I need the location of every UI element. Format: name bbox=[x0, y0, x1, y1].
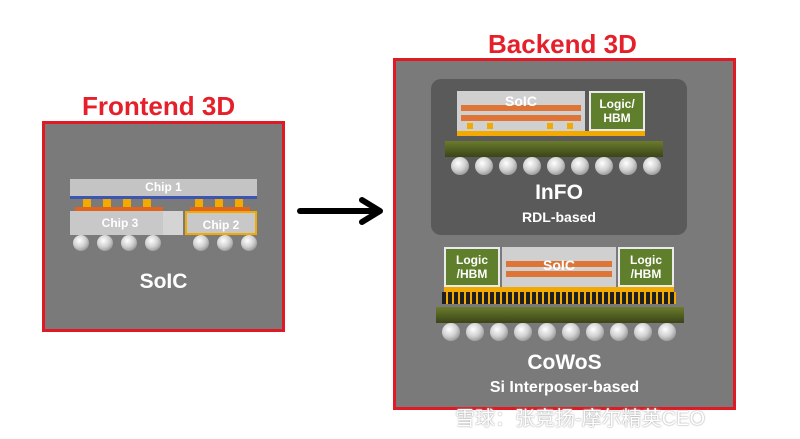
solder-ball bbox=[490, 323, 508, 341]
cowos-substrate bbox=[436, 307, 684, 323]
cowos-soic-chip: SoIC bbox=[502, 247, 616, 287]
soic-via bbox=[467, 123, 473, 129]
frontend-soic-label: SoIC bbox=[139, 270, 188, 293]
solder-ball bbox=[217, 235, 233, 251]
bond-pad bbox=[195, 199, 203, 207]
backend-panel: SoIC Logic/ HBM InFO RDL-based Logic /HB… bbox=[393, 58, 736, 410]
info-logic-hbm: Logic/ HBM bbox=[589, 91, 645, 131]
si-interposer bbox=[442, 292, 676, 304]
watermark: 雪球：张竞扬-摩尔精英CEO bbox=[455, 402, 705, 431]
solder-ball bbox=[73, 235, 89, 251]
solder-ball bbox=[643, 157, 661, 175]
solder-ball bbox=[514, 323, 532, 341]
backend-title: Backend 3D bbox=[488, 29, 637, 59]
cowos-package: Logic /HBM SoIC Logic /HBM bbox=[438, 247, 688, 337]
cowos-right-line1: Logic bbox=[630, 253, 662, 267]
solder-ball bbox=[451, 157, 469, 175]
bond-layer bbox=[70, 196, 257, 199]
info-sublabel: RDL-based bbox=[522, 209, 596, 225]
soic-via bbox=[547, 123, 553, 129]
info-logic-hbm-line1: Logic/ bbox=[599, 97, 635, 111]
solder-ball bbox=[571, 157, 589, 175]
solder-ball bbox=[634, 323, 652, 341]
solder-ball bbox=[619, 157, 637, 175]
solder-ball bbox=[145, 235, 161, 251]
solder-ball bbox=[97, 235, 113, 251]
soic-via bbox=[567, 123, 573, 129]
frontend-panel: Chip 1 Chip 3 Chip 2 SoIC bbox=[42, 121, 285, 332]
info-logic-hbm-line2: HBM bbox=[603, 111, 631, 125]
solder-ball bbox=[538, 323, 556, 341]
solder-ball bbox=[586, 323, 604, 341]
bond-pad bbox=[215, 199, 223, 207]
chip-3: Chip 3 bbox=[70, 211, 170, 235]
rdl-layer bbox=[457, 131, 645, 136]
solder-ball bbox=[241, 235, 257, 251]
info-substrate bbox=[445, 141, 663, 157]
soic-layer bbox=[461, 115, 581, 121]
cowos-label: CoWoS bbox=[527, 351, 602, 374]
cowos-right-line2: /HBM bbox=[630, 267, 662, 281]
soic-layer bbox=[461, 105, 581, 111]
cowos-left-line1: Logic bbox=[456, 253, 488, 267]
bond-pad bbox=[235, 199, 243, 207]
solder-ball bbox=[466, 323, 484, 341]
soic-layer bbox=[506, 271, 612, 277]
interconnect bbox=[75, 207, 163, 211]
chip-1: Chip 1 bbox=[70, 179, 257, 196]
solder-ball bbox=[442, 323, 460, 341]
interconnect bbox=[190, 207, 250, 211]
gap-fill bbox=[163, 211, 183, 235]
chip-3-label: Chip 3 bbox=[101, 216, 139, 230]
frontend-title: Frontend 3D bbox=[82, 91, 236, 121]
solder-ball bbox=[547, 157, 565, 175]
chip-2-label: Chip 2 bbox=[202, 218, 240, 232]
solder-ball bbox=[658, 323, 676, 341]
bond-pad bbox=[143, 199, 151, 207]
solder-ball bbox=[499, 157, 517, 175]
info-soic-chip: SoIC bbox=[457, 91, 585, 131]
info-soic-label: SoIC bbox=[505, 93, 537, 109]
cowos-soic-label: SoIC bbox=[543, 257, 575, 273]
cowos-sublabel: Si Interposer-based bbox=[489, 379, 640, 396]
cowos-logic-hbm-right: Logic /HBM bbox=[618, 247, 674, 287]
bond-pad bbox=[83, 199, 91, 207]
soic-via bbox=[487, 123, 493, 129]
bond-pad bbox=[103, 199, 111, 207]
info-label: InFO bbox=[535, 181, 583, 204]
soic-layer bbox=[506, 261, 612, 267]
micro-bump-layer bbox=[444, 287, 674, 292]
bond-pad bbox=[123, 199, 131, 207]
solder-ball bbox=[523, 157, 541, 175]
watermark-text: 雪球：张竞扬-摩尔精英CEO bbox=[455, 408, 705, 430]
chip-1-label: Chip 1 bbox=[145, 180, 182, 194]
arrow-right-icon bbox=[297, 197, 383, 225]
cowos-logic-hbm-left: Logic /HBM bbox=[444, 247, 500, 287]
solder-ball bbox=[610, 323, 628, 341]
solder-ball bbox=[595, 157, 613, 175]
solder-ball bbox=[121, 235, 137, 251]
info-panel: SoIC Logic/ HBM InFO RDL-based bbox=[431, 79, 687, 235]
cowos-left-line2: /HBM bbox=[456, 267, 488, 281]
solder-ball bbox=[562, 323, 580, 341]
solder-ball bbox=[193, 235, 209, 251]
solder-ball bbox=[475, 157, 493, 175]
chip-2: Chip 2 bbox=[185, 211, 257, 235]
